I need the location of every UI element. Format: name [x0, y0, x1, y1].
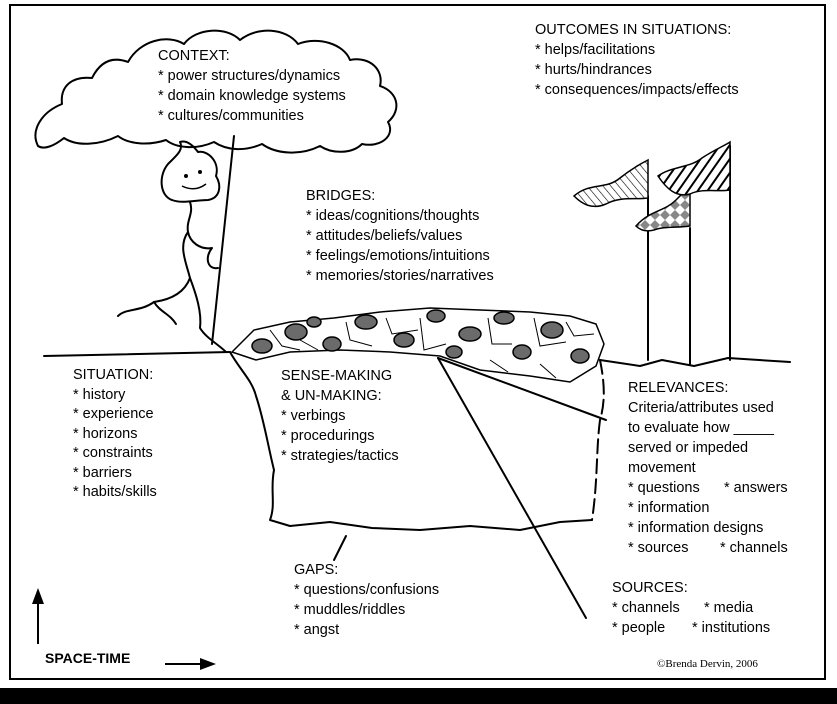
situation-item: * history: [73, 386, 126, 403]
relevances-item: * questions: [628, 480, 700, 496]
flag-icon: [572, 158, 649, 208]
gaps-title: GAPS:: [294, 562, 339, 578]
sources-item: * media: [704, 600, 754, 616]
sense-making-title: SENSE-MAKING: [281, 368, 393, 384]
relevances-desc: to evaluate how _____: [628, 420, 774, 436]
bridges-block: BRIDGES: * ideas/cognitions/thoughts * a…: [306, 186, 494, 286]
relevances-row: * questions * answers: [628, 478, 788, 498]
stick-figure-icon: [160, 140, 221, 203]
gaps-block: GAPS: * questions/confusions * muddles/r…: [294, 560, 439, 640]
bridges-item: * feelings/emotions/intuitions: [306, 248, 490, 264]
gaps-item: * muddles/riddles: [294, 602, 406, 618]
bridges-item: * ideas/cognitions/thoughts: [306, 208, 480, 224]
bridge-stones: [230, 307, 605, 383]
relevances-desc: movement: [628, 460, 696, 476]
relevances-desc: served or impeded: [628, 440, 749, 456]
sense-making-item: * strategies/tactics: [281, 448, 399, 464]
relevances-desc: Criteria/attributes used: [628, 400, 774, 416]
context-item: * power structures/dynamics: [158, 68, 341, 84]
bridges-title: BRIDGES:: [306, 188, 376, 204]
space-time-label: SPACE-TIME: [45, 650, 131, 666]
umbrella-handle-icon: [211, 135, 235, 345]
situation-item: * habits/skills: [73, 484, 157, 500]
context-item: * cultures/communities: [158, 108, 304, 124]
gaps-item: * angst: [294, 622, 340, 638]
relevances-block: RELEVANCES: Criteria/attributes used to …: [628, 378, 788, 558]
sources-row: * channels * media: [612, 598, 770, 618]
context-block: CONTEXT: * power structures/dynamics * d…: [158, 46, 346, 126]
relevances-item: * answers: [724, 480, 788, 496]
sense-making-item: * verbings: [281, 408, 346, 424]
sense-making-title: & UN-MAKING:: [281, 388, 382, 404]
arrow-right-icon: [165, 658, 216, 670]
situation-item: * constraints: [73, 445, 153, 461]
relevances-item: * sources: [628, 540, 689, 556]
outcomes-item: * hurts/hindrances: [535, 62, 652, 78]
situation-item: * barriers: [73, 464, 132, 481]
bridge-icon: [229, 351, 593, 531]
outcomes-item: * consequences/impacts/effects: [535, 82, 739, 98]
sources-item: * people: [612, 620, 666, 636]
outcomes-block: OUTCOMES IN SITUATIONS: * helps/facilita…: [535, 20, 739, 100]
bridges-item: * memories/stories/narratives: [306, 268, 494, 284]
bridges-item: * attitudes/beliefs/values: [306, 228, 463, 244]
flag-icon: [656, 140, 731, 196]
gaps-item: * questions/confusions: [294, 582, 440, 598]
sources-title: SOURCES:: [612, 580, 688, 596]
copyright-text: ©Brenda Dervin, 2006: [657, 658, 758, 670]
situation-item: * experience: [73, 406, 154, 422]
sources-item: * institutions: [692, 620, 771, 636]
arrow-up-icon: [32, 588, 44, 644]
relevances-title: RELEVANCES:: [628, 380, 729, 396]
outcomes-title: OUTCOMES IN SITUATIONS:: [535, 22, 732, 38]
relevances-item: * information: [628, 500, 710, 516]
situation-title: SITUATION:: [73, 367, 154, 383]
context-title: CONTEXT:: [158, 48, 230, 64]
situation-block: SITUATION: * history * experience * hori…: [73, 366, 157, 503]
bottom-bar: [0, 688, 837, 704]
cloud-icon: [34, 29, 398, 154]
situation-item: * horizons: [73, 425, 138, 442]
relevances-item: * channels: [720, 540, 788, 556]
flag-icon: [634, 183, 691, 232]
outcomes-item: * helps/facilitations: [535, 42, 656, 58]
sources-item: * channels: [612, 600, 680, 616]
context-item: * domain knowledge systems: [158, 88, 346, 104]
relevances-item: * information designs: [628, 520, 764, 536]
sense-making-block: SENSE-MAKING & UN-MAKING: * verbings * p…: [281, 366, 399, 466]
sources-block: SOURCES: * channels * media * people * ins…: [612, 578, 770, 638]
relevances-row: * sources * channels: [628, 538, 788, 558]
sense-making-item: * procedurings: [281, 428, 375, 444]
sources-row: * people * institutions: [612, 618, 770, 638]
